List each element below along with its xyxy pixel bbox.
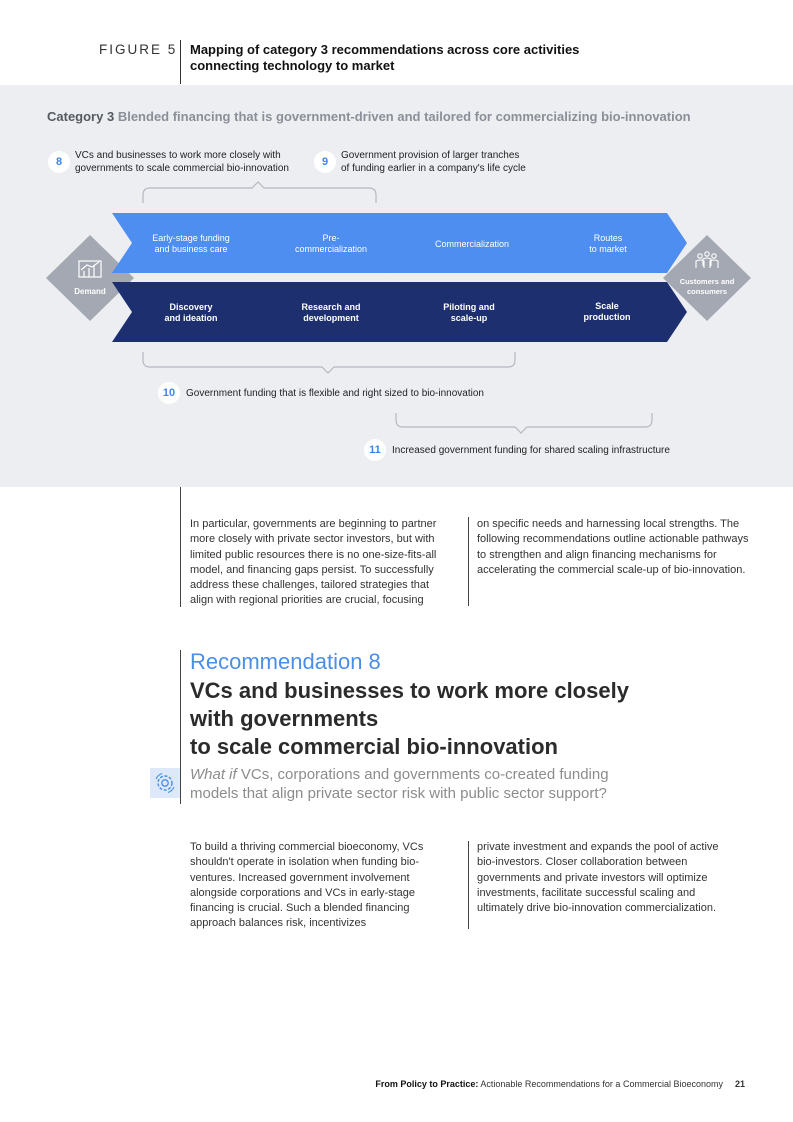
chevron-bottom-1 — [112, 282, 272, 342]
top-4-label-line1: Routes — [594, 233, 623, 243]
process-diagram: Demand Early-stage funding and business … — [46, 181, 751, 434]
rec-text-9: Government provision of larger tranches … — [341, 149, 571, 175]
category-number: Category 3 — [47, 109, 115, 124]
body-column-rule — [468, 841, 469, 929]
top-2-label-line2: commercialization — [295, 244, 367, 254]
bottom-2-label-line1: Research and — [301, 302, 360, 312]
rec-text-8: VCs and businesses to work more closely … — [75, 149, 315, 175]
top-4-label-line2: to market — [589, 244, 627, 254]
rec-text-9-line2: of funding earlier in a company's life c… — [341, 163, 526, 174]
top-3-label-line1: Commercialization — [435, 239, 509, 249]
customers-label-line1: Customers and — [680, 277, 735, 286]
bracket-bottom — [142, 352, 516, 374]
chevron-top-4 — [528, 213, 687, 273]
recommendation-kicker: Recommendation 8 — [190, 649, 381, 674]
rec-text-11: Increased government funding for shared … — [392, 445, 670, 456]
customers-label-line2: consumers — [687, 287, 727, 296]
recommendation-title-line2: with governments — [190, 706, 379, 731]
footer-title-bold: From Policy to Practice: — [375, 1079, 479, 1089]
figure-label: FIGURE 5 — [99, 42, 178, 57]
column-rule-middle — [468, 517, 469, 606]
bottom-3-label-line2: scale-up — [451, 313, 488, 323]
gear-icon — [150, 768, 180, 798]
recommendation-title-line1: VCs and businesses to work more closely — [190, 678, 629, 703]
what-if-text: VCs, corporations and governments co-cre… — [190, 766, 609, 802]
chevron-top-2 — [251, 213, 410, 273]
recommendation-rule — [180, 650, 181, 804]
customers-diamond — [663, 235, 751, 321]
rec-text-8-line2: governments to scale commercial bio-inno… — [75, 163, 289, 174]
category-heading: Category 3 Blended financing that is gov… — [47, 109, 691, 124]
footer-title-rest: Actionable Recommendations for a Commerc… — [478, 1079, 723, 1089]
recommendation-title: VCs and businesses to work more closely … — [190, 677, 710, 761]
demand-label: Demand — [74, 287, 106, 296]
rec-badge-10: 10 — [158, 382, 180, 404]
intro-column-2: on specific needs and harnessing local s… — [477, 518, 749, 576]
demand-chart-icon — [78, 260, 102, 278]
what-if-question: What if VCs, corporations and government… — [190, 765, 660, 803]
column-rule-left — [180, 487, 181, 607]
top-1-label-line2: and business care — [154, 244, 227, 254]
bottom-1-label-line2: and ideation — [164, 313, 217, 323]
bottom-1-label-line1: Discovery — [169, 302, 212, 312]
figure-divider — [180, 40, 181, 84]
rec-badge-9: 9 — [314, 151, 336, 173]
rec-badge-11: 11 — [364, 439, 386, 461]
demand-diamond — [46, 235, 134, 321]
chevron-bottom-4 — [528, 282, 687, 342]
figure-title: Mapping of category 3 recommendations ac… — [190, 42, 580, 73]
rec-text-8-line1: VCs and businesses to work more closely … — [75, 150, 281, 161]
chevron-bottom-3 — [389, 282, 549, 342]
top-2-label-line1: Pre- — [322, 233, 339, 243]
bottom-2-label-line2: development — [303, 313, 359, 323]
recommendation-body-column-2: private investment and expands the pool … — [477, 841, 719, 915]
page-footer: From Policy to Practice: Actionable Reco… — [375, 1079, 745, 1089]
rec-text-10: Government funding that is flexible and … — [186, 388, 484, 399]
chevron-top-1 — [112, 213, 272, 273]
what-if-emphasis: What if — [190, 766, 237, 783]
bracket-rec11 — [395, 413, 653, 434]
intro-column-1: In particular, governments are beginning… — [190, 518, 437, 607]
recommendation-body-column-1: To build a thriving commercial bioeconom… — [190, 841, 424, 930]
recommendation-title-line3: to scale commercial bio-innovation — [190, 734, 558, 759]
bottom-3-label-line1: Piloting and — [443, 302, 495, 312]
top-1-label-line1: Early-stage funding — [152, 233, 230, 243]
people-icon — [695, 251, 719, 268]
rec-text-9-line1: Government provision of larger tranches — [341, 150, 520, 161]
bottom-4-label-line1: Scale — [595, 301, 619, 311]
rec-badge-8: 8 — [48, 151, 70, 173]
chevron-top-3 — [389, 213, 549, 273]
page-number: 21 — [734, 1079, 745, 1089]
bracket-top — [142, 181, 377, 203]
category-description: Blended financing that is government-dri… — [117, 109, 691, 124]
chevron-bottom-2 — [251, 282, 410, 342]
bottom-4-label-line2: production — [584, 312, 631, 322]
